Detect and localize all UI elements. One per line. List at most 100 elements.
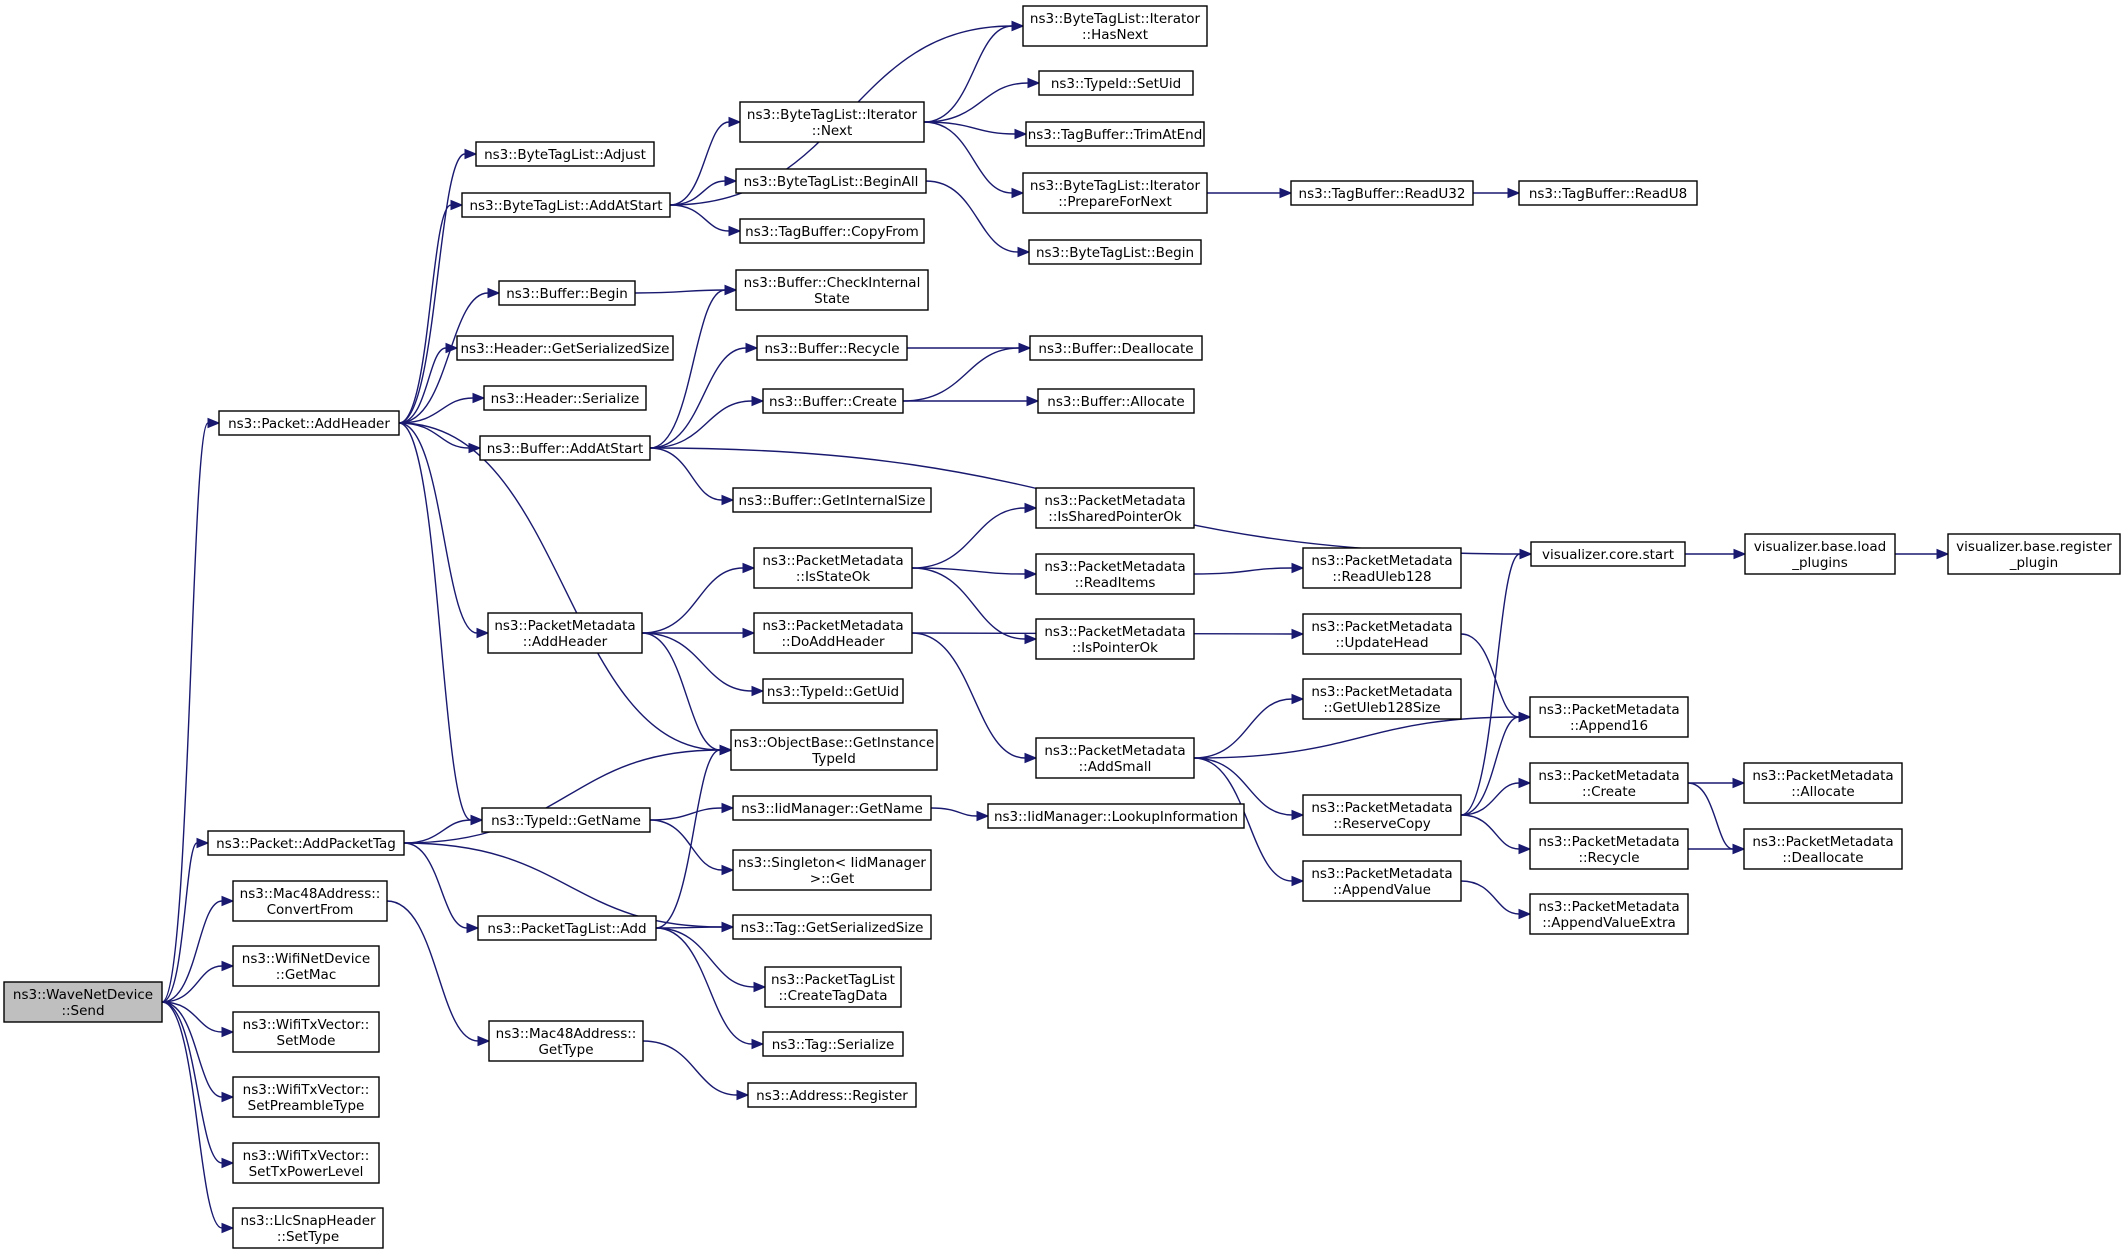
node-btl-begin[interactable]: ns3::ByteTagList::Begin (1028, 239, 1202, 265)
node-ptl-createtagdata[interactable]: ns3::PacketTagList::CreateTagData (764, 966, 902, 1008)
node-tx-setmode[interactable]: ns3::WifiTxVector::SetMode (232, 1011, 380, 1053)
node-p-addpackettag[interactable]: ns3::Packet::AddPacketTag (207, 830, 405, 856)
node-btl-beginall[interactable]: ns3::ByteTagList::BeginAll (735, 168, 927, 194)
node-pm-append16[interactable]: ns3::PacketMetadata::Append16 (1529, 696, 1689, 738)
edge-line (161, 965, 223, 1003)
node-pm-appendvalueextra[interactable]: ns3::PacketMetadata::AppendValueExtra (1529, 893, 1689, 935)
edge-pm-readitems-to-pm-readuleb128 (1193, 562, 1305, 575)
edge-line (1687, 782, 1734, 850)
node-send[interactable]: ns3::WaveNetDevice::Send (3, 981, 163, 1023)
edge-line (161, 1001, 223, 1229)
node-btl-addatstart[interactable]: ns3::ByteTagList::AddAtStart (461, 192, 671, 218)
node-tag-getsersize[interactable]: ns3::Tag::GetSerializedSize (732, 914, 932, 940)
node-addr-register[interactable]: ns3::Address::Register (747, 1082, 917, 1108)
node-pm-readuleb128[interactable]: ns3::PacketMetadata::ReadUleb128 (1302, 547, 1462, 589)
edge-line (923, 82, 1029, 123)
edge-line (161, 1001, 223, 1033)
node-mac-gettype[interactable]: ns3::Mac48Address::GetType (488, 1020, 644, 1062)
node-p-addheader[interactable]: ns3::Packet::AddHeader (218, 410, 400, 436)
node-label: ns3::Buffer::Deallocate (1038, 341, 1193, 357)
edge-p-addheader-to-btl-adjust (398, 148, 478, 424)
node-buf-create[interactable]: ns3::Buffer::Create (762, 388, 904, 414)
node-pm-getuleb128size[interactable]: ns3::PacketMetadata::GetUleb128Size (1302, 678, 1462, 720)
node-label: ::Create (1582, 784, 1636, 800)
node-tx-setpower[interactable]: ns3::WifiTxVector::SetTxPowerLevel (232, 1142, 380, 1184)
node-pm-recycle[interactable]: ns3::PacketMetadata::Recycle (1529, 828, 1689, 870)
node-tag-serialize[interactable]: ns3::Tag::Serialize (762, 1031, 904, 1057)
edge-pm-appendvalue-to-pm-appendvalueextra (1460, 880, 1532, 920)
node-btl-adjust[interactable]: ns3::ByteTagList::Adjust (475, 141, 655, 167)
arrowhead-icon (1014, 128, 1028, 140)
node-pm-allocate[interactable]: ns3::PacketMetadata::Allocate (1743, 762, 1903, 804)
node-label: ns3::PacketMetadata (1044, 743, 1185, 759)
node-box (1302, 613, 1462, 655)
edge-line (403, 749, 721, 844)
node-label: ::ReserveCopy (1333, 816, 1431, 832)
edge-line (398, 422, 472, 821)
node-iid-getname[interactable]: ns3::IidManager::GetName (732, 795, 932, 821)
node-mac-convertfrom[interactable]: ns3::Mac48Address::ConvertFrom (232, 880, 388, 922)
node-pm-isstateok[interactable]: ns3::PacketMetadata::IsStateOk (753, 547, 913, 589)
node-pm-deallocate[interactable]: ns3::PacketMetadata::Deallocate (1743, 828, 1903, 870)
node-tb-trimatend[interactable]: ns3::TagBuffer::TrimAtEnd (1025, 121, 1205, 147)
node-pm-addheader[interactable]: ns3::PacketMetadata::AddHeader (487, 612, 643, 654)
node-hdr-getsersize[interactable]: ns3::Header::GetSerializedSize (456, 335, 674, 361)
edge-line (649, 807, 723, 821)
node-iid-lookupinfo[interactable]: ns3::IidManager::LookupInformation (987, 803, 1245, 829)
node-pm-readitems[interactable]: ns3::PacketMetadata::ReadItems (1035, 553, 1195, 595)
node-buf-recycle[interactable]: ns3::Buffer::Recycle (756, 335, 908, 361)
node-label: ::ReadUleb128 (1332, 569, 1431, 585)
node-vis-core-start[interactable]: visualizer.core.start (1530, 541, 1686, 567)
node-tb-readu32[interactable]: ns3::TagBuffer::ReadU32 (1290, 180, 1474, 206)
node-buf-addatstart[interactable]: ns3::Buffer::AddAtStart (479, 435, 651, 461)
arrowhead-icon (1518, 843, 1532, 855)
node-label: ns3::PacketTagList (771, 972, 895, 988)
edge-ptl-add-to-ob-getinstancetypeid (655, 744, 733, 929)
node-typeid-setuid[interactable]: ns3::TypeId::SetUid (1038, 70, 1194, 96)
node-singleton-get[interactable]: ns3::Singleton< IidManager>::Get (732, 849, 932, 891)
edge-line (649, 347, 747, 449)
node-tb-copyfrom[interactable]: ns3::TagBuffer::CopyFrom (739, 218, 925, 244)
node-label: ns3::WifiNetDevice (242, 951, 370, 967)
node-label: ns3::TypeId::GetUid (767, 684, 899, 700)
node-tb-readu8[interactable]: ns3::TagBuffer::ReadU8 (1518, 180, 1698, 206)
node-vis-load-plugins[interactable]: visualizer.base.load_plugins (1744, 533, 1896, 575)
node-pm-create[interactable]: ns3::PacketMetadata::Create (1529, 762, 1689, 804)
node-llc-settype[interactable]: ns3::LlcSnapHeader::SetType (232, 1207, 384, 1249)
node-label: TypeId (811, 751, 856, 767)
node-pm-addsmall[interactable]: ns3::PacketMetadata::AddSmall (1035, 737, 1195, 779)
node-pm-updatehead[interactable]: ns3::PacketMetadata::UpdateHead (1302, 613, 1462, 655)
node-buf-allocate[interactable]: ns3::Buffer::Allocate (1037, 388, 1195, 414)
call-edges (161, 20, 1950, 1234)
edge-line (669, 180, 726, 206)
edge-line (911, 632, 1026, 759)
node-typeid-getname[interactable]: ns3::TypeId::GetName (481, 807, 651, 833)
node-pm-reservecopy[interactable]: ns3::PacketMetadata::ReserveCopy (1302, 794, 1462, 836)
edge-iid-getname-to-iid-lookupinfo (930, 807, 990, 822)
arrowhead-icon (736, 1089, 750, 1101)
node-typeid-getuid[interactable]: ns3::TypeId::GetUid (762, 678, 904, 704)
arrowhead-icon (1279, 187, 1293, 199)
node-buf-deallocate[interactable]: ns3::Buffer::Deallocate (1029, 335, 1203, 361)
node-pm-appendvalue[interactable]: ns3::PacketMetadata::AppendValue (1302, 860, 1462, 902)
node-pm-ispointerok[interactable]: ns3::PacketMetadata::IsPointerOk (1035, 618, 1195, 660)
node-hdr-serialize[interactable]: ns3::Header::Serialize (483, 385, 647, 411)
node-box (1035, 737, 1195, 779)
node-label: ns3::Tag::GetSerializedSize (741, 920, 924, 936)
node-pm-issharedptr[interactable]: ns3::PacketMetadata::IsSharedPointerOk (1035, 487, 1195, 529)
node-wifi-getmac[interactable]: ns3::WifiNetDevice::GetMac (232, 945, 380, 987)
node-buf-getinternalsize[interactable]: ns3::Buffer::GetInternalSize (732, 487, 932, 513)
node-tx-setpreamble[interactable]: ns3::WifiTxVector::SetPreambleType (232, 1076, 380, 1118)
node-pm-doaddheader[interactable]: ns3::PacketMetadata::DoAddHeader (753, 612, 913, 654)
node-btl-it-hasnext[interactable]: ns3::ByteTagList::Iterator::HasNext (1022, 5, 1208, 47)
node-ptl-add[interactable]: ns3::PacketTagList::Add (477, 915, 657, 941)
node-btl-it-next[interactable]: ns3::ByteTagList::Iterator::Next (739, 101, 925, 143)
node-label: ConvertFrom (267, 902, 354, 918)
node-box (1530, 541, 1686, 567)
node-vis-register-plugin[interactable]: visualizer.base.register_plugin (1947, 533, 2121, 575)
edge-line (398, 153, 466, 424)
node-btl-it-prepare[interactable]: ns3::ByteTagList::Iterator::PrepareForNe… (1022, 172, 1208, 214)
node-buf-begin[interactable]: ns3::Buffer::Begin (498, 280, 636, 306)
